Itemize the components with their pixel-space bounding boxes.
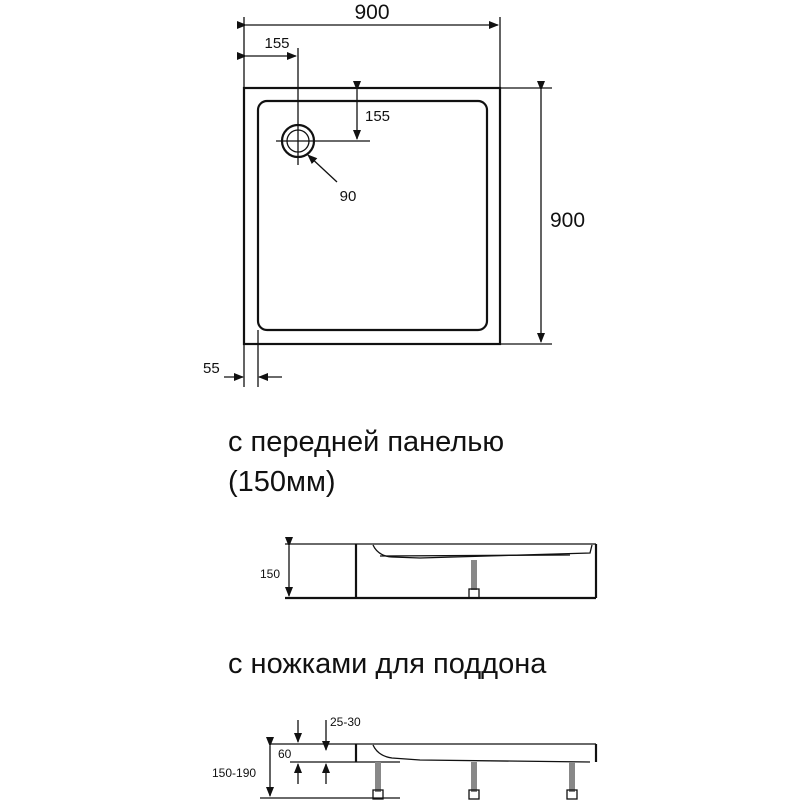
tray-outline: [242, 86, 502, 346]
drain-diameter-label: 90: [340, 188, 357, 205]
tray-height-label: 60: [278, 747, 292, 761]
drain-leader: [307, 154, 338, 183]
leg: [471, 560, 477, 590]
caption-front-panel-size: (150мм): [228, 466, 336, 498]
total-height-label: 150-190: [212, 766, 256, 780]
drain-x-label: 155: [264, 35, 289, 52]
panel-height-label: 150: [260, 567, 280, 581]
drain-y-label: 155: [365, 108, 390, 125]
tray-basin: [256, 99, 489, 332]
leg: [372, 762, 384, 800]
caption-front-panel: с передней панелью: [228, 426, 504, 458]
side-view-legs: 150-190 60 25-30: [212, 715, 598, 800]
width-label: 900: [354, 1, 389, 24]
depth-label: 900: [550, 209, 585, 232]
adjust-label: 25-30: [330, 715, 361, 729]
leg: [468, 762, 480, 800]
rim-label: 55: [203, 360, 220, 377]
top-view: 900 155 155 90 900 55: [203, 1, 585, 387]
caption-legs: с ножками для поддона: [228, 648, 547, 680]
side-view-panel: 150: [260, 537, 598, 600]
leg: [566, 762, 578, 800]
